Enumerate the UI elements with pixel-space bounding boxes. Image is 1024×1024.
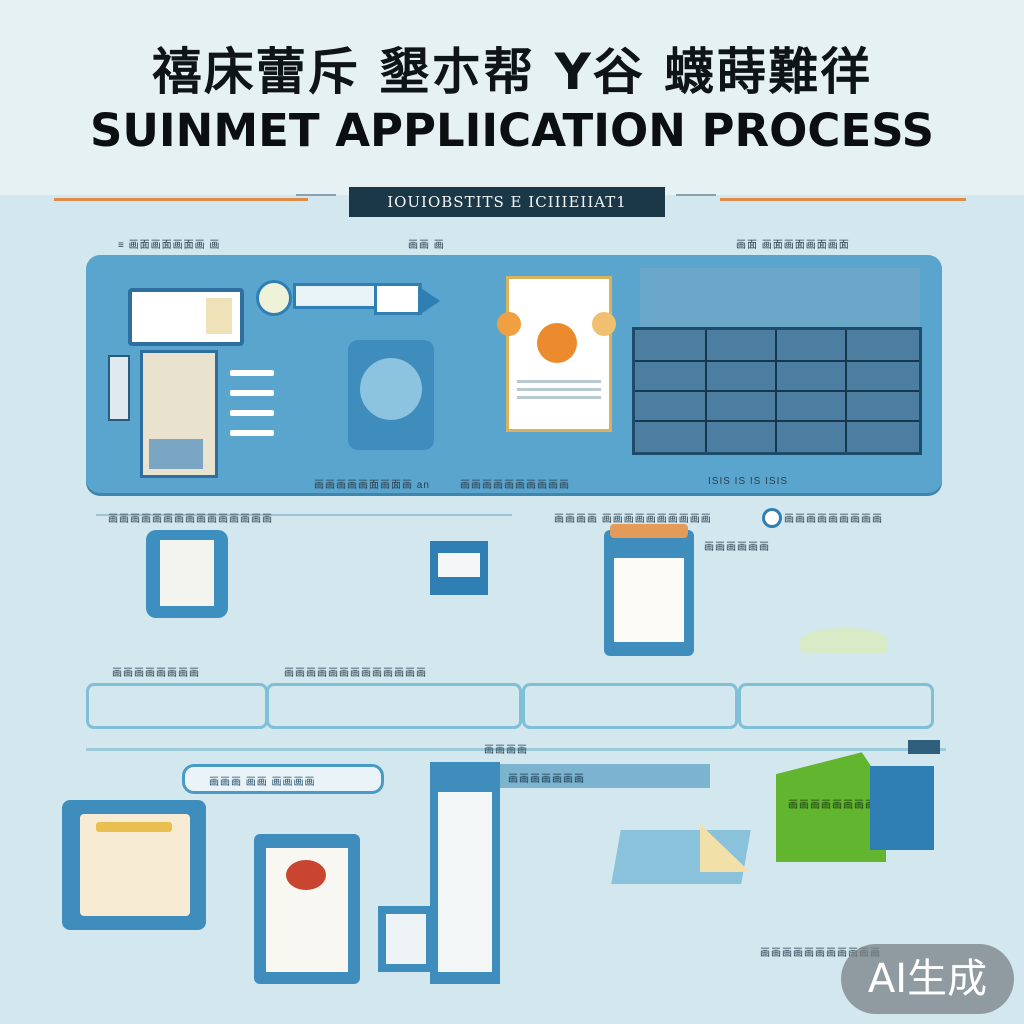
row2-rule (96, 514, 512, 516)
label-row3-right: 画画画画画画 (704, 542, 770, 553)
subtitle-rule-right (720, 198, 966, 201)
grid-header (640, 268, 920, 328)
page-title-chinese: 禧床蕾斥 墾朩帮 Y谷 蠛蒔難徉 (151, 43, 873, 101)
clipboard-card (604, 524, 694, 656)
label-top-left: ≡ 画面画面画面画 画 (118, 240, 221, 251)
grid-line (635, 420, 919, 422)
small-doc-card (378, 906, 434, 972)
step-badge: 画画画 画画 画画画画 (182, 764, 384, 794)
certificate-card (62, 800, 206, 930)
certificate-ribbon (96, 822, 172, 832)
grid-line (775, 330, 777, 452)
form-card-top (128, 288, 244, 346)
subtitle-rule-left (54, 198, 308, 201)
phone-tall-card (430, 762, 500, 984)
label-top-right: 画面 画面画面画面画面 (736, 240, 850, 251)
step-banner-label: 画画画画画画画 (508, 774, 585, 785)
blue-folder-icon (870, 766, 934, 850)
search-icon (762, 508, 782, 528)
input-bar-icon (293, 283, 379, 309)
rail-segment-3 (522, 683, 738, 729)
connector-tip-left (296, 194, 336, 206)
connector-tip-right (676, 194, 716, 206)
label-row3-left: 画画画画画画画画 (112, 668, 200, 679)
small-doc-sheet (386, 914, 426, 964)
calendar-image (149, 439, 203, 469)
page-title-english: SUINMET APPLIICATION PROCESS (89, 104, 934, 157)
step-badge-label: 画画画 画画 画画画画 (209, 777, 316, 788)
label-row2-left: 画画画画画画画画画画画画画画画 (108, 514, 273, 525)
rail-segment-1 (86, 683, 268, 729)
phone-tall-screen (438, 792, 492, 972)
document-icon (206, 298, 232, 334)
plant-bowl-icon (800, 628, 888, 654)
leaf-icon (256, 280, 292, 316)
list-line-4 (230, 430, 274, 436)
rail-end-marker (908, 740, 940, 754)
grid-line (845, 330, 847, 452)
list-line-3 (230, 410, 274, 416)
id-card-face (438, 553, 480, 577)
label-row2-right: 画画画画画画画画画 (784, 514, 883, 525)
rail-segment-2 (266, 683, 522, 729)
label-top-mid: 画画 画 (408, 240, 445, 251)
ai-generated-watermark: AI生成 (841, 944, 1014, 1014)
step-banner: 画画画画画画画 (470, 764, 710, 788)
flower-icon-left (497, 312, 521, 336)
green-card-label: 画画画画画画画画画 (788, 800, 887, 811)
panel-caption-2: 画画画画画画画画画画 (460, 480, 570, 491)
flower-icon-right (592, 312, 616, 336)
data-grid (632, 327, 922, 455)
rail-baseline (86, 748, 946, 751)
label-row3-mid: 画画画画画画画画画画画画画 (284, 668, 427, 679)
list-line-1 (230, 370, 274, 376)
panel-caption-1: 画画画画画面画面画 an (314, 480, 430, 491)
id-card (430, 541, 488, 595)
green-card: 画画画画画画画画画 (776, 752, 887, 862)
label-row2-mid: 画画画画 画画画画画画画画画画 (554, 514, 712, 525)
globe-icon (360, 358, 422, 420)
rail-segment-4 (738, 683, 934, 729)
certificate-sheet (80, 814, 190, 916)
grid-line (705, 330, 707, 452)
application-form-card (506, 276, 612, 432)
fruit-icon (537, 323, 577, 363)
phone-icon (108, 355, 130, 421)
report-card (254, 834, 360, 984)
header-band (0, 0, 1024, 195)
grid-line (635, 360, 919, 362)
notepad-card (146, 530, 228, 618)
notepad-icon (160, 540, 214, 606)
calendar-card (140, 350, 218, 478)
list-line-2 (230, 390, 274, 396)
label-rail-bottom: 画画画画 (484, 745, 528, 756)
subtitle-banner: IOUIOBSTITS E ICIIIEIIAT1 (349, 187, 665, 217)
label-bottom-right: 画画画画画画画画画画画 (760, 948, 881, 959)
clipboard-sheet (614, 558, 684, 642)
report-sheet (266, 848, 348, 972)
tag-icon (374, 283, 422, 315)
panel-caption-3: ISIS IS IS ISIS (708, 476, 789, 487)
clipboard-clip (610, 524, 688, 538)
photo-card (348, 340, 434, 450)
grid-line (635, 390, 919, 392)
apple-icon (286, 860, 326, 890)
